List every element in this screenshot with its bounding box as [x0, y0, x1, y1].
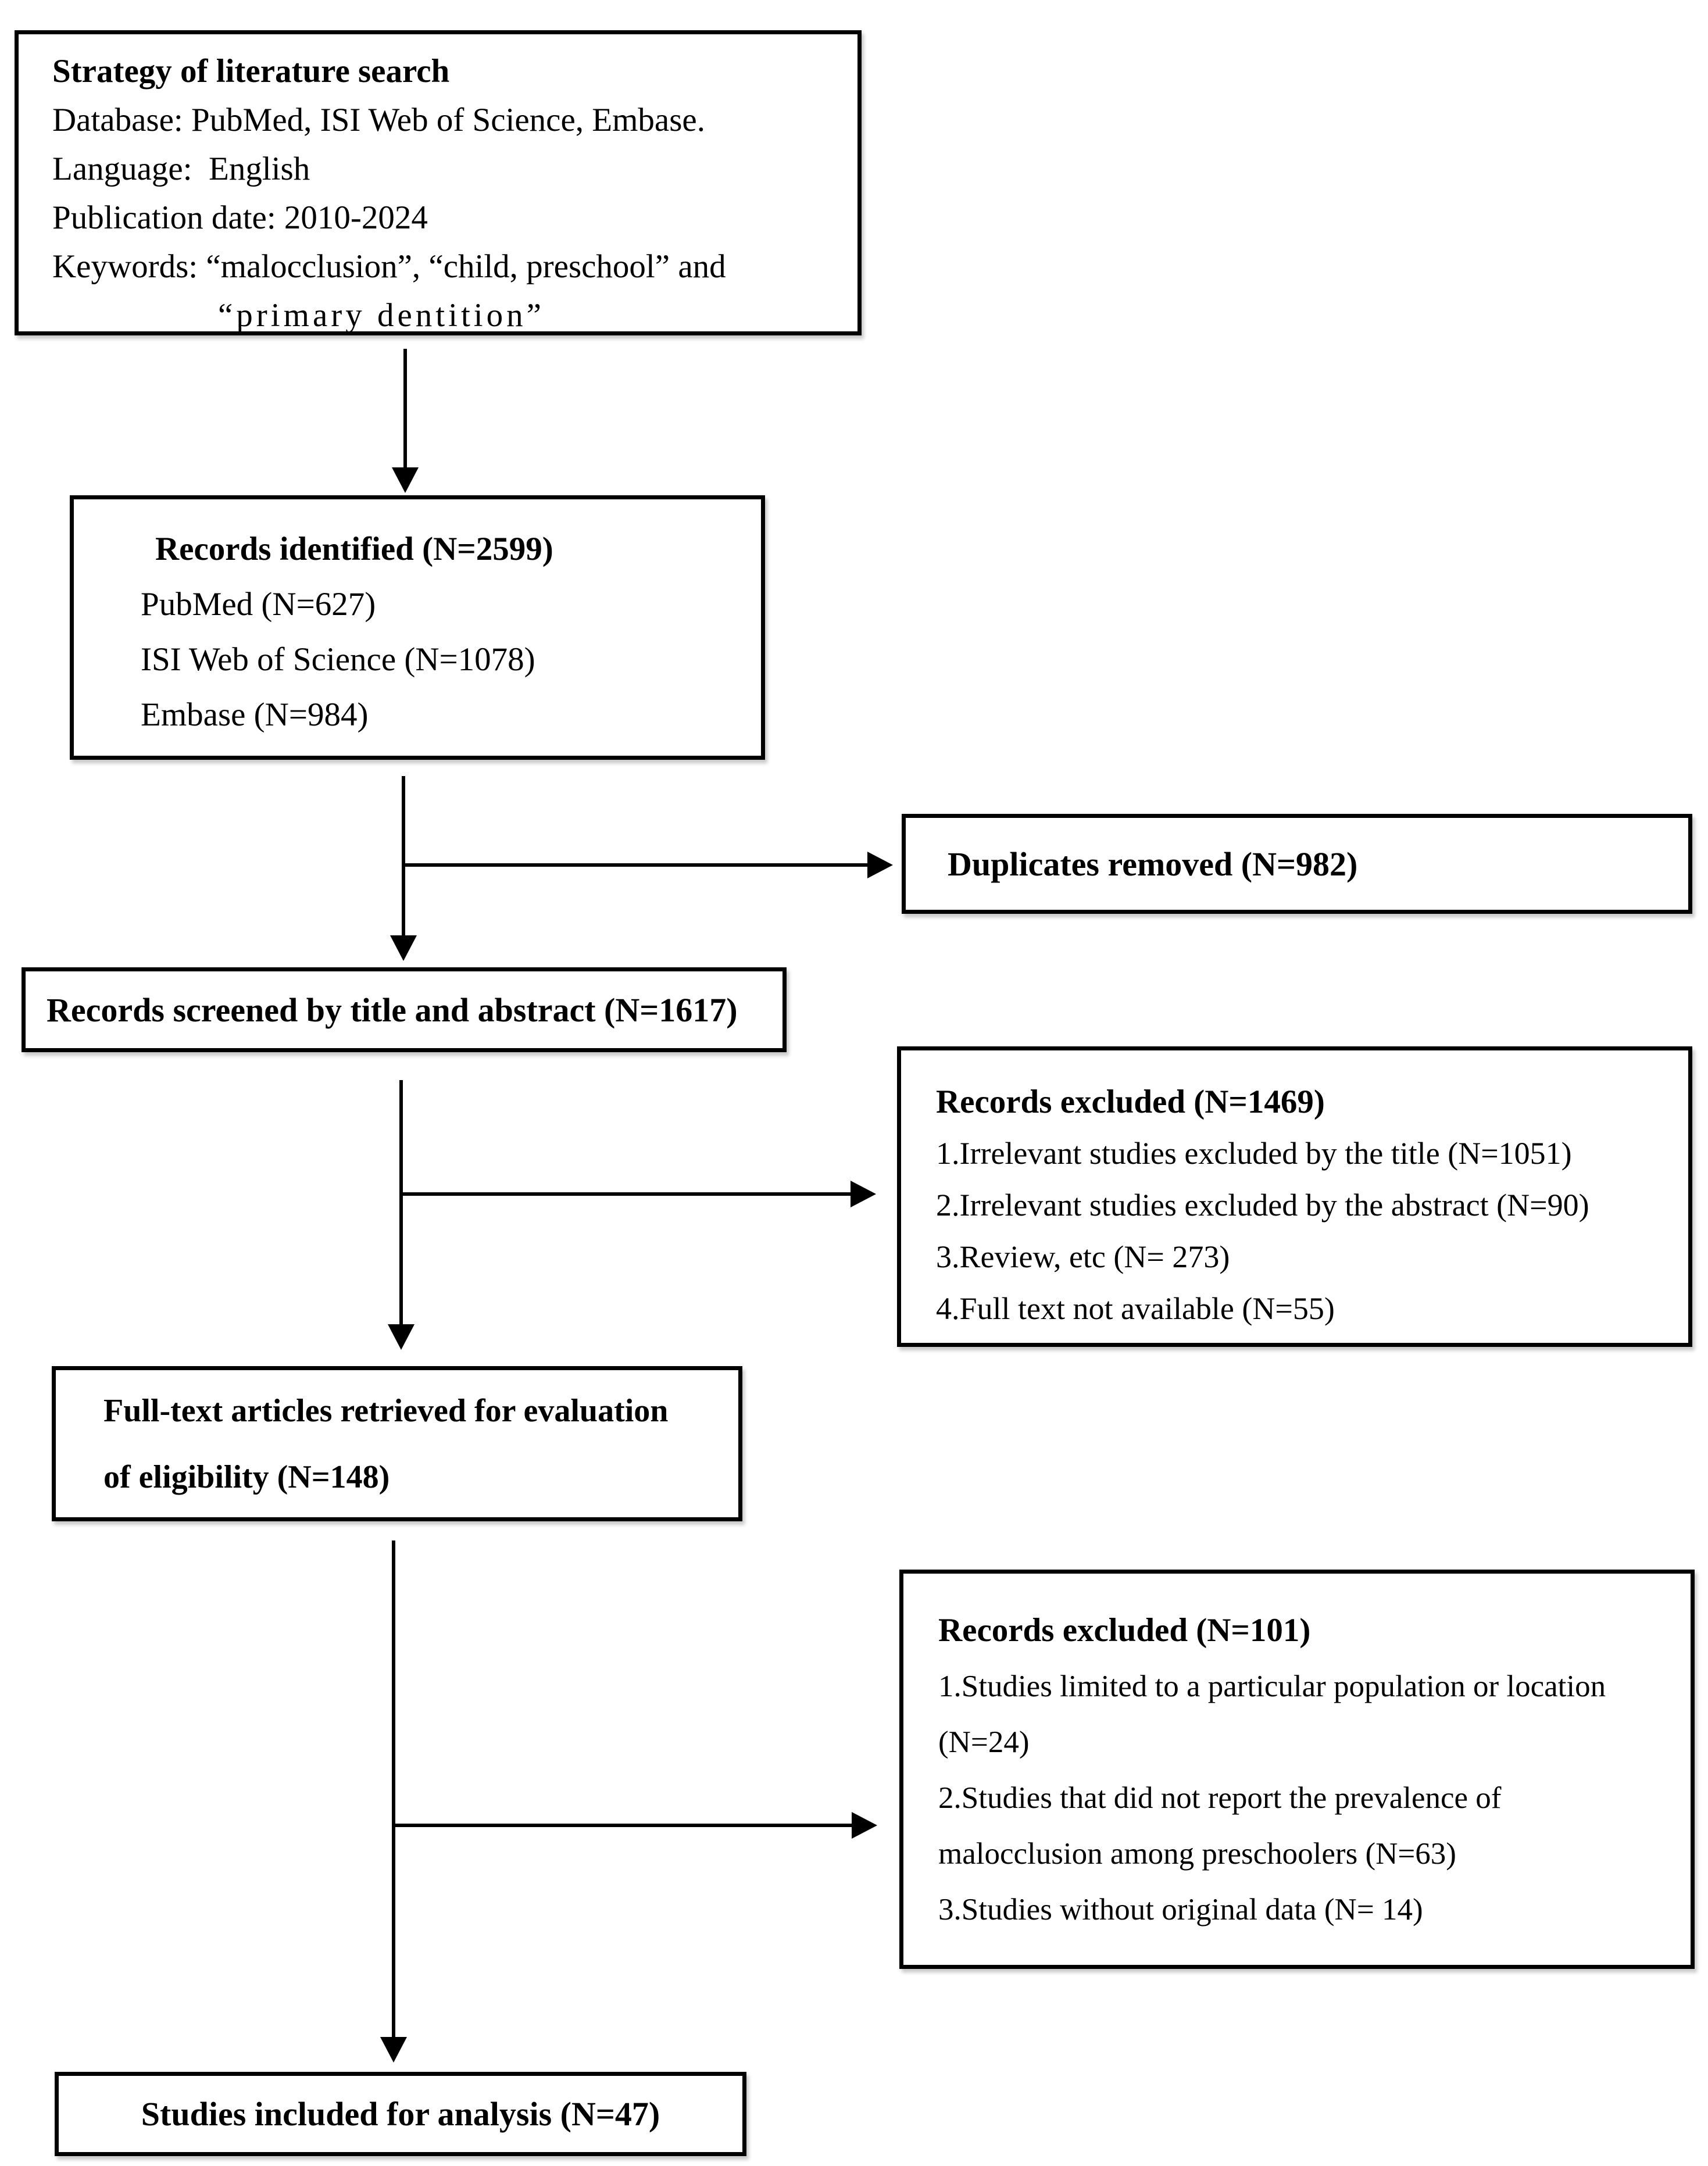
studies-included-title: Studies included for analysis (N=47): [141, 2095, 660, 2133]
arrow-screened-to-fulltext-head-icon: [388, 1324, 415, 1350]
records-excluded2-item-2b: malocclusion among preschoolers (N=63): [938, 1837, 1456, 1871]
branch-to-excluded2-head-icon: [852, 1812, 877, 1839]
fulltext-retrieved-line1: Full-text articles retrieved for evaluat…: [103, 1392, 669, 1429]
records-identified-embase: Embase (N=984): [141, 696, 369, 733]
records-excluded2-item-1: 1.Studies limited to a particular popula…: [938, 1670, 1606, 1703]
records-identified-title: Records identified (N=2599): [155, 531, 553, 567]
records-excluded1-title: Records excluded (N=1469): [936, 1084, 1325, 1120]
duplicates-removed-box: Duplicates removed (N=982): [902, 814, 1692, 914]
records-excluded1-item-4: 4.Full text not available (N=55): [936, 1291, 1335, 1326]
strategy-keywords-line2: “primary dentition”: [218, 297, 545, 334]
records-excluded1-item-3: 3.Review, etc (N= 273): [936, 1239, 1230, 1274]
records-identified-isi: ISI Web of Science (N=1078): [141, 641, 535, 678]
records-excluded2-item-2: 2.Studies that did not report the preval…: [938, 1781, 1502, 1815]
records-screened-title: Records screened by title and abstract (…: [47, 991, 738, 1029]
arrow-strategy-to-identified-head-icon: [392, 467, 419, 493]
strategy-keywords-line: Keywords: “malocclusion”, “child, presch…: [52, 248, 726, 285]
arrow-screened-to-fulltext-shaft: [399, 1080, 403, 1327]
strategy-language-line: Language: English: [52, 151, 310, 187]
strategy-title: Strategy of literature search: [52, 53, 450, 90]
branch-to-excluded2-shaft: [394, 1824, 853, 1827]
records-identified-box: Records identified (N=2599) PubMed (N=62…: [70, 495, 765, 760]
records-excluded1-item-2: 2.Irrelevant studies excluded by the abs…: [936, 1188, 1589, 1223]
fulltext-retrieved-line2: of eligibility (N=148): [103, 1459, 390, 1495]
records-excluded2-item-3: 3.Studies without original data (N= 14): [938, 1893, 1423, 1926]
records-excluded2-title: Records excluded (N=101): [938, 1612, 1311, 1649]
arrow-strategy-to-identified-shaft: [403, 349, 407, 470]
branch-to-duplicates-head-icon: [867, 852, 893, 878]
records-excluded1-item-1: 1.Irrelevant studies excluded by the tit…: [936, 1136, 1572, 1171]
strategy-database-line: Database: PubMed, ISI Web of Science, Em…: [52, 102, 705, 138]
duplicates-removed-title: Duplicates removed (N=982): [948, 845, 1358, 883]
branch-to-excluded1-shaft: [401, 1192, 852, 1196]
records-identified-pubmed: PubMed (N=627): [141, 586, 376, 623]
records-excluded-title-abstract-box: Records excluded (N=1469) 1.Irrelevant s…: [897, 1046, 1692, 1347]
records-screened-box: Records screened by title and abstract (…: [22, 967, 787, 1052]
branch-to-excluded1-head-icon: [851, 1181, 876, 1207]
arrow-fulltext-to-included-head-icon: [380, 2037, 407, 2063]
arrow-identified-to-screened-shaft: [402, 776, 405, 938]
studies-included-box: Studies included for analysis (N=47): [55, 2072, 746, 2156]
strategy-box: Strategy of literature search Database: …: [15, 30, 862, 335]
fulltext-retrieved-box: Full-text articles retrieved for evaluat…: [52, 1366, 742, 1521]
arrow-fulltext-to-included-shaft: [392, 1540, 395, 2039]
strategy-date-line: Publication date: 2010-2024: [52, 199, 428, 236]
branch-to-duplicates-shaft: [403, 863, 869, 867]
records-excluded2-item-1b: (N=24): [938, 1725, 1030, 1759]
arrow-identified-to-screened-head-icon: [390, 935, 417, 961]
records-excluded-fulltext-box: Records excluded (N=101) 1.Studies limit…: [899, 1570, 1695, 1969]
